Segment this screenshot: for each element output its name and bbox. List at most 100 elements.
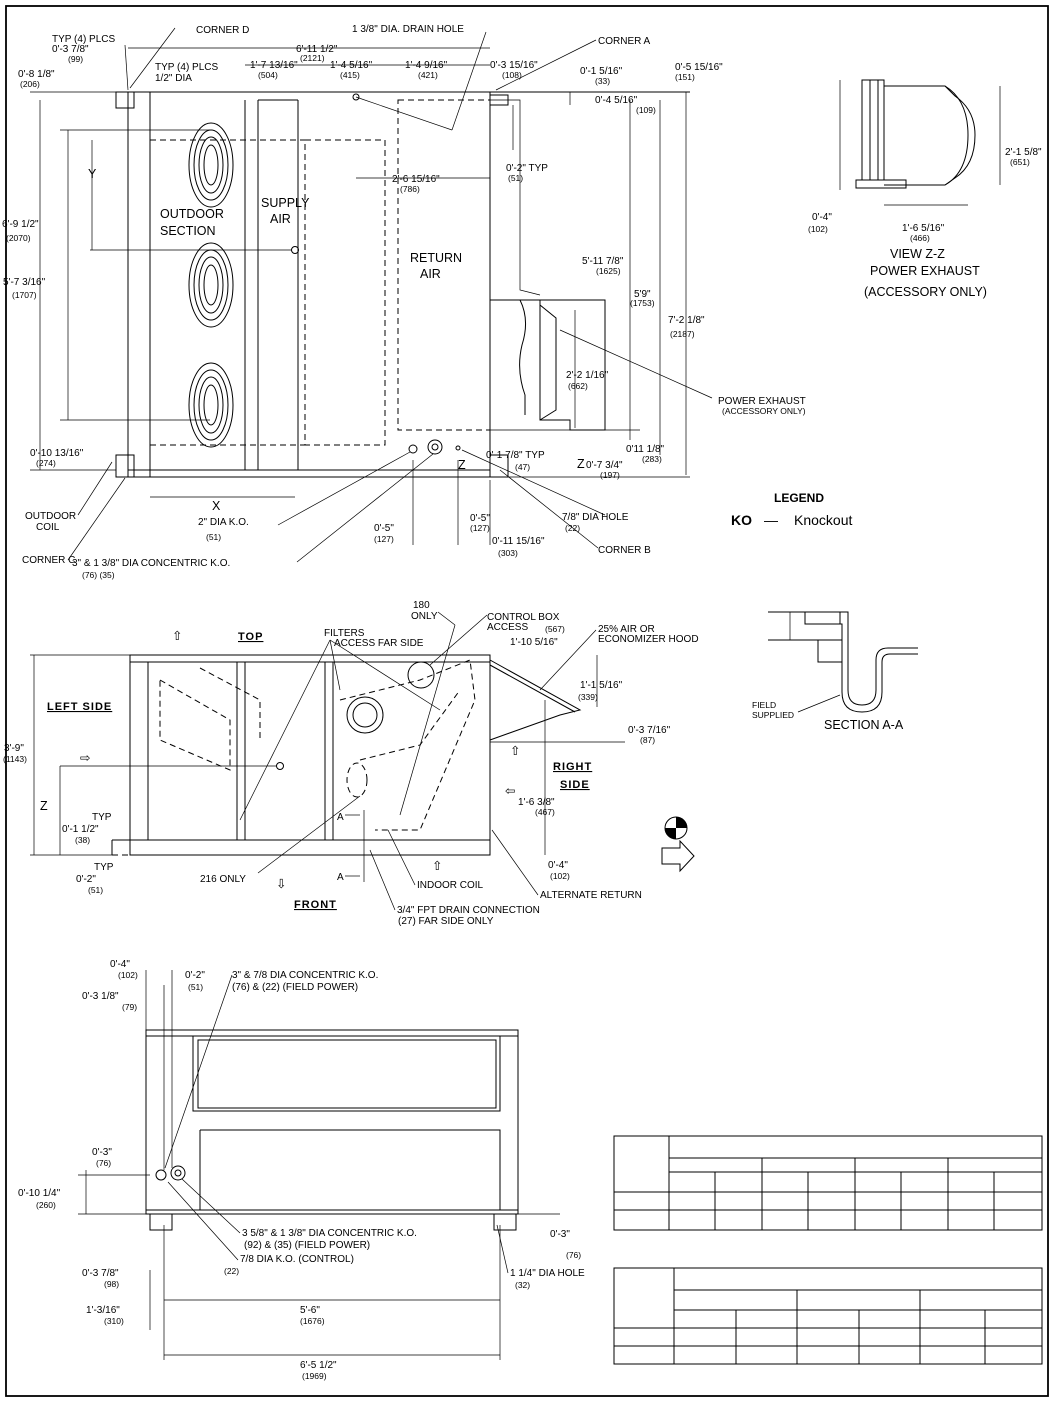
- dim-5-9: 5'9": [634, 289, 651, 300]
- dim-0-7-34-mm: (197): [600, 470, 620, 480]
- end-concentric-ko-2-label: 3 5/8" & 1 3/8" DIA CONCENTRIC K.O.: [242, 1228, 417, 1239]
- dim-0-5-1516: 0'-5 15/16": [675, 62, 723, 73]
- side-top-label: TOP: [238, 631, 263, 643]
- plan-view: CORNER D CORNER A CORNER B CORNER C OUTD…: [2, 24, 806, 580]
- indoor-coil-label: INDOOR COIL: [417, 880, 484, 891]
- return-air-label: AIR: [420, 267, 441, 281]
- outdoor-coil-label-2: COIL: [36, 522, 60, 533]
- side-view: ⇧ ⇨ ⇦ ⇧ ⇧ ⇩ TOP LEFT SIDE RIGHT SIDE FRO…: [3, 600, 699, 927]
- dim-5-7-316-mm: (1707): [12, 290, 37, 300]
- dim-0-11-18-mm: (283): [642, 454, 662, 464]
- dim-0-3-78-mm: (99): [68, 54, 83, 64]
- end-dim-6-5-12: 6'-5 1/2": [300, 1360, 337, 1371]
- zz-dim-0-4: 0'-4": [812, 212, 832, 223]
- filters-label: FILTERS: [324, 628, 365, 639]
- dim-5-9-mm: (1753): [630, 298, 655, 308]
- only-180-label: 180: [413, 600, 430, 611]
- dim-0-10-1316: 0'-10 13/16": [30, 448, 84, 459]
- end-concentric-ko-2-label-2: (92) & (35) (FIELD POWER): [244, 1240, 370, 1251]
- weight-table-2: [613, 1267, 1043, 1365]
- side-typ2-label: TYP: [94, 862, 114, 873]
- end-concentric-ko-label: 3" & 7/8 DIA CONCENTRIC K.O.: [232, 970, 378, 981]
- view-zz: 2'-1 5/8" (651) 0'-4" (102) 1'-6 5/16" (…: [808, 79, 1042, 299]
- dim-0-11-18: 0'11 1/8": [626, 444, 665, 455]
- zz-dim-0-4-mm: (102): [808, 224, 828, 234]
- dim-0-7-34: 0'-7 3/4": [586, 460, 623, 471]
- dim-0-11-1516-mm: (303): [498, 548, 518, 558]
- zz-dim-2-1-58: 2'-1 5/8": [1005, 147, 1042, 158]
- filters-label-2: ACCESS FAR SIDE: [334, 638, 424, 649]
- end-ko-78-label: 7/8 DIA K.O. (CONTROL): [240, 1254, 354, 1265]
- dim-1-6-38: 1'-6 3/8": [518, 797, 555, 808]
- dim-0-3-716-mm: (87): [640, 735, 655, 745]
- corner-c-label: CORNER C: [22, 555, 75, 566]
- end-hole-114-label: 1 1/4" DIA HOLE: [510, 1268, 585, 1279]
- end-dim-0-4: 0'-4": [110, 959, 130, 970]
- end-dim-1-3-316: 1'-3/16": [86, 1305, 120, 1316]
- dim-1-10-516: 1'-10 5/16": [510, 637, 558, 648]
- legend-title: LEGEND: [774, 491, 824, 505]
- legend-meaning: Knockout: [794, 512, 852, 528]
- section-a-bottom: A: [337, 872, 344, 883]
- control-box-label-2: ACCESS: [487, 622, 528, 633]
- section-z-right: Z: [577, 457, 585, 471]
- dim-6-9-12: 6'-9 1/2": [2, 219, 39, 230]
- dim-0-4-516: 0'-4 5/16": [595, 95, 638, 106]
- legend-abbr: KO: [731, 512, 752, 528]
- dim-0-3-78: 0'-3 7/8": [52, 44, 89, 55]
- drain-connection-label: 3/4" FPT DRAIN CONNECTION: [397, 905, 540, 916]
- side-z-label: Z: [40, 799, 48, 813]
- hole-78-label: 7/8" DIA HOLE: [562, 512, 629, 523]
- dim-0-5-a-mm: (127): [374, 534, 394, 544]
- drain-hole-label: 1 3/8" DIA. DRAIN HOLE: [352, 24, 464, 35]
- dim-5-11-78: 5'-11 7/8": [582, 256, 624, 267]
- dim-0-5-a: 0'-5": [374, 523, 394, 534]
- typ4-half-label: TYP (4) PLCS: [155, 62, 218, 73]
- dim-0-8-18: 0'-8 1/8": [18, 69, 55, 80]
- end-dim-0-2: 0'-2": [185, 970, 205, 981]
- econ-hood-label-2: ECONOMIZER HOOD: [598, 634, 699, 645]
- dim-side-0-4: 0'-4": [548, 860, 568, 871]
- hole-78-mm: (22): [565, 523, 580, 533]
- flow-arrow-icon: [661, 839, 695, 873]
- end-concentric-ko-label-2: (76) & (22) (FIELD POWER): [232, 982, 358, 993]
- dim-side-0-2: 0'-2": [76, 874, 96, 885]
- corner-b-label: CORNER B: [598, 545, 651, 556]
- arrow-right-icon: ⇨: [80, 751, 91, 765]
- arrow-left-icon: ⇦: [505, 784, 516, 798]
- zz-dim-1-6-516-mm: (466): [910, 233, 930, 243]
- zz-dim-1-6-516: 1'-6 5/16": [902, 223, 945, 234]
- center-of-gravity-icon: [664, 816, 688, 840]
- supply-label: SUPPLY: [261, 196, 310, 210]
- dim-0-3-1516-mm: (108): [502, 70, 522, 80]
- dim-1-4-516: 1'-4 5/16": [330, 60, 373, 71]
- arrow-up-small-icon: ⇧: [510, 744, 520, 758]
- end-dim-6-5-12-mm: (1969): [302, 1371, 327, 1381]
- power-exhaust-accessory: (ACCESSORY ONLY): [722, 406, 806, 416]
- typ4-label: TYP (4) PLCS: [52, 34, 115, 45]
- dim-7-2-18: 7'-2 1/8": [668, 315, 705, 326]
- end-dim-0-10-14-mm: (260): [36, 1200, 56, 1210]
- dim-0-1-12-mm: (38): [75, 835, 90, 845]
- section-a-top: A: [337, 812, 344, 823]
- dim-5-11-78-mm: (1625): [596, 266, 621, 276]
- dim-2-6-1516: 2'-6 15/16": [392, 174, 440, 185]
- ko-2in-mm: (51): [206, 532, 221, 542]
- dim-3-9-mm: (1143): [3, 754, 27, 764]
- end-ko-78-mm: (22): [224, 1266, 239, 1276]
- outdoor-coil-label: OUTDOOR: [25, 511, 76, 522]
- power-exhaust-label: POWER EXHAUST: [718, 396, 806, 407]
- outdoor-fan-coil-1: [188, 122, 234, 208]
- dim-5-7-316: 5'-7 3/16": [3, 277, 46, 288]
- dim-3-9: 3'-9": [4, 743, 24, 754]
- dim-0-10-1316-mm: (274): [36, 458, 56, 468]
- arrow-up-front-icon: ⇧: [432, 859, 442, 873]
- dim-0-1-78: 0'-1 7/8" TYP: [486, 450, 545, 461]
- corner-a-label: CORNER A: [598, 36, 651, 47]
- end-dim-0-3-18-mm: (79): [122, 1002, 137, 1012]
- section-z-left: Z: [458, 458, 466, 472]
- dim-1-4-516-mm: (415): [340, 70, 360, 80]
- end-dim-1-3-316-mm: (310): [104, 1316, 124, 1326]
- dim-0-1-516: 0'-1 5/16": [580, 66, 623, 77]
- outdoor-fan-coil-2: [188, 242, 234, 328]
